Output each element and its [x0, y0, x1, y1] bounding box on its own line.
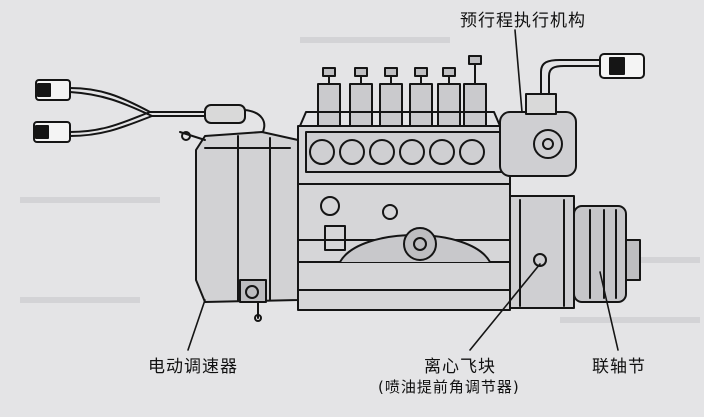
label-timing-advance-device: (喷油提前角调节器)	[378, 378, 520, 396]
delivery-valves	[299, 55, 503, 173]
coupling-body	[573, 205, 641, 303]
label-coupling: 联轴节	[592, 357, 646, 377]
timing-advance-device	[509, 195, 575, 309]
label-electric-governor: 电动调速器	[148, 357, 238, 377]
leader-lines	[187, 29, 619, 351]
label-prestroke-actuator: 预行程执行机构	[460, 11, 586, 31]
label-centrifugal-flyweight: 离心飞块	[424, 357, 496, 377]
wiring-harness	[33, 79, 266, 143]
electric-governor-body	[179, 131, 299, 322]
prestroke-actuator	[499, 53, 645, 177]
